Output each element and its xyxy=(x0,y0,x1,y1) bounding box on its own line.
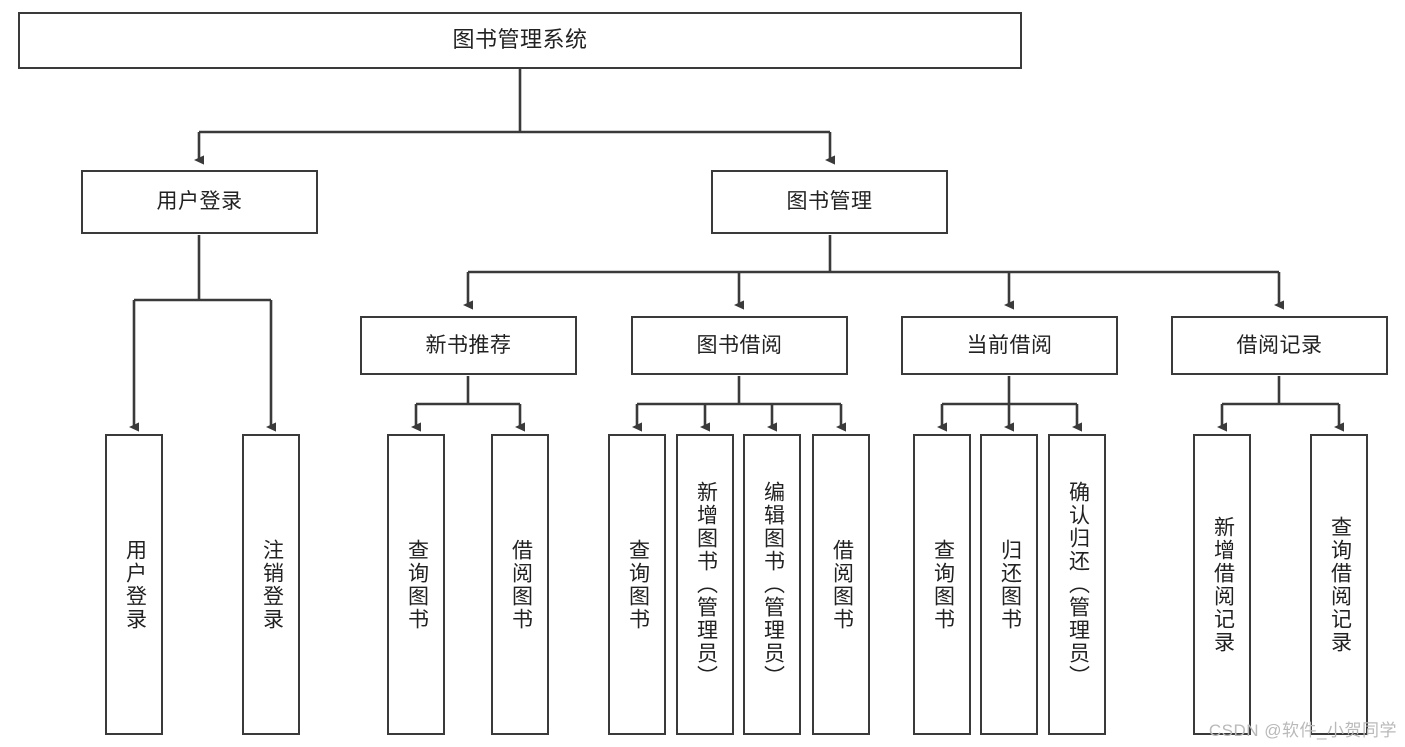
node-label: 新增借阅记录 xyxy=(1211,515,1235,654)
node-book-borrow[interactable]: 图书借阅 xyxy=(631,316,848,375)
node-borrow-record[interactable]: 借阅记录 xyxy=(1171,316,1388,375)
node-user-login[interactable]: 用户登录 xyxy=(81,170,318,234)
node-label: 注销登录 xyxy=(260,538,284,631)
leaf-book-borrow-edit-book-admin[interactable]: 编辑图书（管理员） xyxy=(743,434,801,735)
node-book-management[interactable]: 图书管理 xyxy=(711,170,948,234)
node-label: 用户登录 xyxy=(123,538,147,631)
leaf-user-login-signin[interactable]: 用户登录 xyxy=(105,434,163,735)
node-label: 借阅记录 xyxy=(1236,333,1323,357)
node-current-borrow[interactable]: 当前借阅 xyxy=(901,316,1118,375)
node-label: 借阅图书 xyxy=(830,538,854,631)
node-label: 查询借阅记录 xyxy=(1328,515,1352,654)
leaf-book-borrow-query-books[interactable]: 查询图书 xyxy=(608,434,666,735)
node-label: 用户登录 xyxy=(156,190,243,214)
leaf-new-book-query-books[interactable]: 查询图书 xyxy=(387,434,445,735)
node-new-book-recommend[interactable]: 新书推荐 xyxy=(360,316,577,375)
node-label: 借阅图书 xyxy=(509,538,533,631)
leaf-current-borrow-query-books[interactable]: 查询图书 xyxy=(913,434,971,735)
leaf-borrow-record-add-record[interactable]: 新增借阅记录 xyxy=(1193,434,1251,735)
node-label: 新书推荐 xyxy=(425,333,512,357)
watermark-text: CSDN @软件_小贺同学 xyxy=(1208,721,1397,740)
node-label: 图书管理系统 xyxy=(452,27,588,53)
leaf-borrow-record-query-record[interactable]: 查询借阅记录 xyxy=(1310,434,1368,735)
node-label: 确认归还（管理员） xyxy=(1066,481,1090,688)
node-label: 图书借阅 xyxy=(696,333,783,357)
node-root-book-management-system[interactable]: 图书管理系统 xyxy=(18,12,1022,69)
leaf-current-borrow-confirm-return-admin[interactable]: 确认归还（管理员） xyxy=(1048,434,1106,735)
leaf-current-borrow-return-books[interactable]: 归还图书 xyxy=(980,434,1038,735)
node-label: 归还图书 xyxy=(998,538,1022,631)
node-label: 图书管理 xyxy=(786,190,873,214)
leaf-new-book-borrow-books[interactable]: 借阅图书 xyxy=(491,434,549,735)
node-label: 查询图书 xyxy=(931,538,955,631)
node-label: 当前借阅 xyxy=(966,333,1053,357)
leaf-book-borrow-borrow-books[interactable]: 借阅图书 xyxy=(812,434,870,735)
node-label: 查询图书 xyxy=(405,538,429,631)
leaf-book-borrow-add-book-admin[interactable]: 新增图书（管理员） xyxy=(676,434,734,735)
node-label: 编辑图书（管理员） xyxy=(761,481,785,688)
leaf-user-login-signout[interactable]: 注销登录 xyxy=(242,434,300,735)
node-label: 新增图书（管理员） xyxy=(694,481,718,688)
node-label: 查询图书 xyxy=(626,538,650,631)
